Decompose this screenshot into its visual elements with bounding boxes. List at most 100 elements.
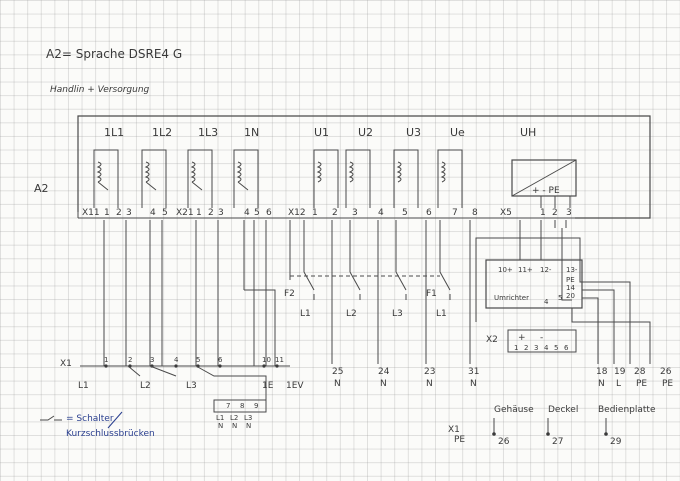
x1-terminal: 6 [218,356,223,364]
output-number: 23 [424,367,435,377]
x1-terminal-dot [174,364,178,368]
housing-label: Deckel [548,405,578,415]
x2-sign: - [540,333,543,343]
module-label: 1N [244,126,259,139]
x1-terminal-dot [104,364,108,368]
x1-bridge-label: L2 [230,414,238,422]
housing-number: 27 [552,437,563,447]
coil-bracket [393,149,419,208]
terminal-label: 3 [566,208,572,218]
module-label: 1L1 [104,126,124,139]
coil-bracket [141,149,167,208]
x2-box [507,329,577,353]
contact-arm [145,181,157,191]
x1-terminal-dot [218,364,222,368]
coil-winding [190,161,196,183]
coil-winding [440,161,446,183]
module-frame [77,115,651,219]
terminal-label: X11 [82,208,100,218]
terminal-label: 3 [352,208,358,218]
x1-terminal-dot [262,364,266,368]
terminal-label: 2 [116,208,122,218]
x1-bridge-number: 8 [240,402,244,410]
converter-side-label: PE [566,276,575,284]
coil-bracket [437,149,463,208]
output-number: 31 [468,367,479,377]
output-label: L [616,379,621,389]
coil-bracket [187,149,213,208]
terminal-label: 2 [332,208,338,218]
housing-pe: PE [454,435,465,445]
switch-line-label: L2 [346,309,357,319]
terminal-label: X12 [288,208,306,218]
coil-bracket [233,149,259,208]
terminal-label: 6 [266,208,272,218]
switch-line-label: L1 [436,309,447,319]
x1-terminal: 11 [275,356,284,364]
converter-side-label: 20 [566,292,575,300]
housing-number: 29 [610,437,622,447]
output-number: 24 [378,367,390,377]
x1-bridge-label: L1 [216,414,224,422]
output-label: PE [636,379,647,389]
output-number: 28 [634,367,646,377]
output-number: 26 [660,367,672,377]
converter-name: Umrichter [494,294,529,302]
switch-line-label: L3 [392,309,403,319]
x1-phase-label: L3 [186,381,197,391]
coil-winding [144,161,150,183]
x2-terminal: 4 [544,344,549,352]
coil-bracket [345,149,371,208]
output-number: 25 [332,367,343,377]
x1-bridge-label: L3 [244,414,252,422]
converter-out-pe [571,308,651,364]
wire-drops [103,220,567,366]
x2-sign: + [518,333,526,343]
x1-bridge-number: 9 [254,402,258,410]
converter-feed-wire [475,237,631,364]
x1-phase-label: L1 [78,381,89,391]
x2-label: X2 [486,335,498,345]
coil-group [93,149,463,208]
housing-number: 26 [498,437,510,447]
housing-dot [546,432,550,436]
contact-arm [237,181,249,191]
switch-label-f1: F1 [426,289,437,299]
wire [244,289,276,366]
terminal-label: X5 [500,208,512,218]
housing-label: Bedienplatte [598,405,656,415]
coil-winding [348,161,354,183]
coil-winding [96,161,102,183]
terminal-label: 2 [208,208,214,218]
module-label: Ue [450,126,465,139]
module-label: U2 [358,126,373,139]
terminal-label: 1 [196,208,202,218]
module-label: U3 [406,126,421,139]
converter-num: 5 [558,294,562,302]
converter-side-label: 14 [566,284,575,292]
coil-winding [396,161,402,183]
terminal-label: 4 [150,208,156,218]
terminal-label: 1 [104,208,110,218]
x2-terminal: 1 [514,344,518,352]
converter-out-l [582,289,615,364]
x1-terminal-dot [275,364,279,368]
output-number: 19 [614,367,626,377]
module-label: UH [520,126,536,139]
switch-blade [349,271,361,291]
x1-phase-label: L2 [140,381,151,391]
coil-winding [236,161,242,183]
terminal-label: 5 [402,208,408,218]
housing-x1: X1 [448,425,460,435]
output-label: N [598,379,605,389]
terminal-label: 1 [540,208,546,218]
x1-bridge-sub: N [232,422,237,430]
